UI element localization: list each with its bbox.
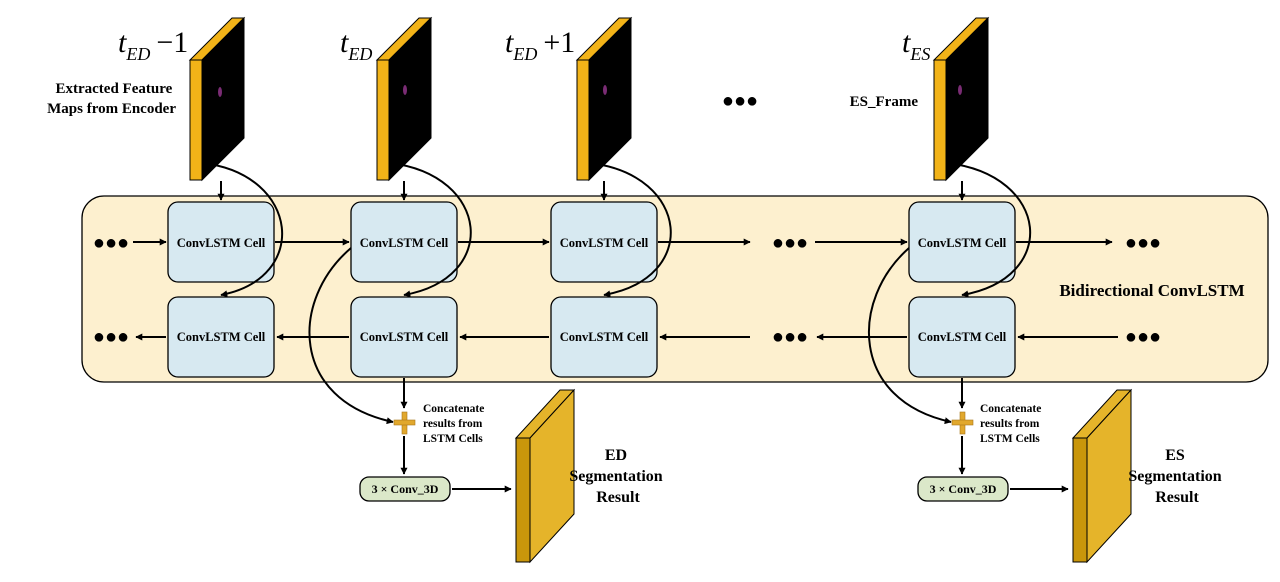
feature-map-label: Extracted Feature Maps from Encoder [47, 81, 176, 117]
time-label-ed: tED [340, 26, 372, 64]
svg-text:3 × Conv_3D: 3 × Conv_3D [372, 482, 439, 496]
ellipsis-forward-right: ●●● [1125, 232, 1161, 254]
ellipsis-backward-middle: ●●● [772, 326, 808, 348]
ellipsis-backward-right: ●●● [1125, 326, 1161, 348]
ellipsis-forward-left: ●●● [93, 232, 129, 254]
concat-plus-icon-ed [393, 411, 416, 435]
feature-map-frame-ed-plus-1 [575, 16, 633, 182]
svg-text:ConvLSTM Cell: ConvLSTM Cell [560, 330, 649, 344]
ellipsis-top: ●●● [722, 90, 758, 112]
svg-text:3 × Conv_3D: 3 × Conv_3D [930, 482, 997, 496]
segmentation-result-block-es [1071, 388, 1133, 564]
convlstm-cell-forward-3: ConvLSTM Cell [550, 201, 658, 283]
segmentation-result-block-ed [514, 388, 576, 564]
time-label-es: tES [902, 26, 930, 64]
feature-map-frame-es [932, 16, 990, 182]
flow-arrows [133, 162, 1118, 493]
feature-map-frame-ed [375, 16, 433, 182]
convlstm-cell-forward-1: ConvLSTM Cell [167, 201, 275, 283]
convlstm-cell-forward-2: ConvLSTM Cell [350, 201, 458, 283]
convlstm-cell-backward-1: ConvLSTM Cell [167, 296, 275, 378]
convlstm-cell-forward-4: ConvLSTM Cell [908, 201, 1016, 283]
svg-text:ConvLSTM Cell: ConvLSTM Cell [177, 236, 266, 250]
es-frame-label: ES_Frame [850, 94, 919, 110]
feature-map-frame-ed-minus-1 [188, 16, 246, 182]
ellipsis-forward-middle: ●●● [772, 232, 808, 254]
time-label-ed-minus-1: tED−1 [118, 26, 188, 64]
time-label-ed-plus-1: tED+1 [505, 26, 575, 64]
svg-text:ConvLSTM Cell: ConvLSTM Cell [177, 330, 266, 344]
convlstm-cell-backward-3: ConvLSTM Cell [550, 296, 658, 378]
concat-plus-icon-es [951, 411, 974, 435]
convlstm-cell-backward-2: ConvLSTM Cell [350, 296, 458, 378]
svg-text:ConvLSTM Cell: ConvLSTM Cell [360, 330, 449, 344]
svg-text:ConvLSTM Cell: ConvLSTM Cell [360, 236, 449, 250]
svg-text:ConvLSTM Cell: ConvLSTM Cell [918, 330, 1007, 344]
conv3d-box-ed: 3 × Conv_3D [359, 476, 451, 502]
svg-text:ConvLSTM Cell: ConvLSTM Cell [560, 236, 649, 250]
bidirectional-label: Bidirectional ConvLSTM [1059, 281, 1244, 300]
convlstm-cell-backward-4: ConvLSTM Cell [908, 296, 1016, 378]
concat-label-es: Concatenate results from LSTM Cells [980, 403, 1044, 445]
ed-result-label: ED Segmentation Result [569, 447, 666, 506]
conv3d-box-es: 3 × Conv_3D [917, 476, 1009, 502]
concat-label-ed: Concatenate results from LSTM Cells [423, 403, 487, 445]
ellipsis-backward-left: ●●● [93, 326, 129, 348]
es-result-label: ES Segmentation Result [1128, 447, 1225, 506]
svg-text:ConvLSTM Cell: ConvLSTM Cell [918, 236, 1007, 250]
